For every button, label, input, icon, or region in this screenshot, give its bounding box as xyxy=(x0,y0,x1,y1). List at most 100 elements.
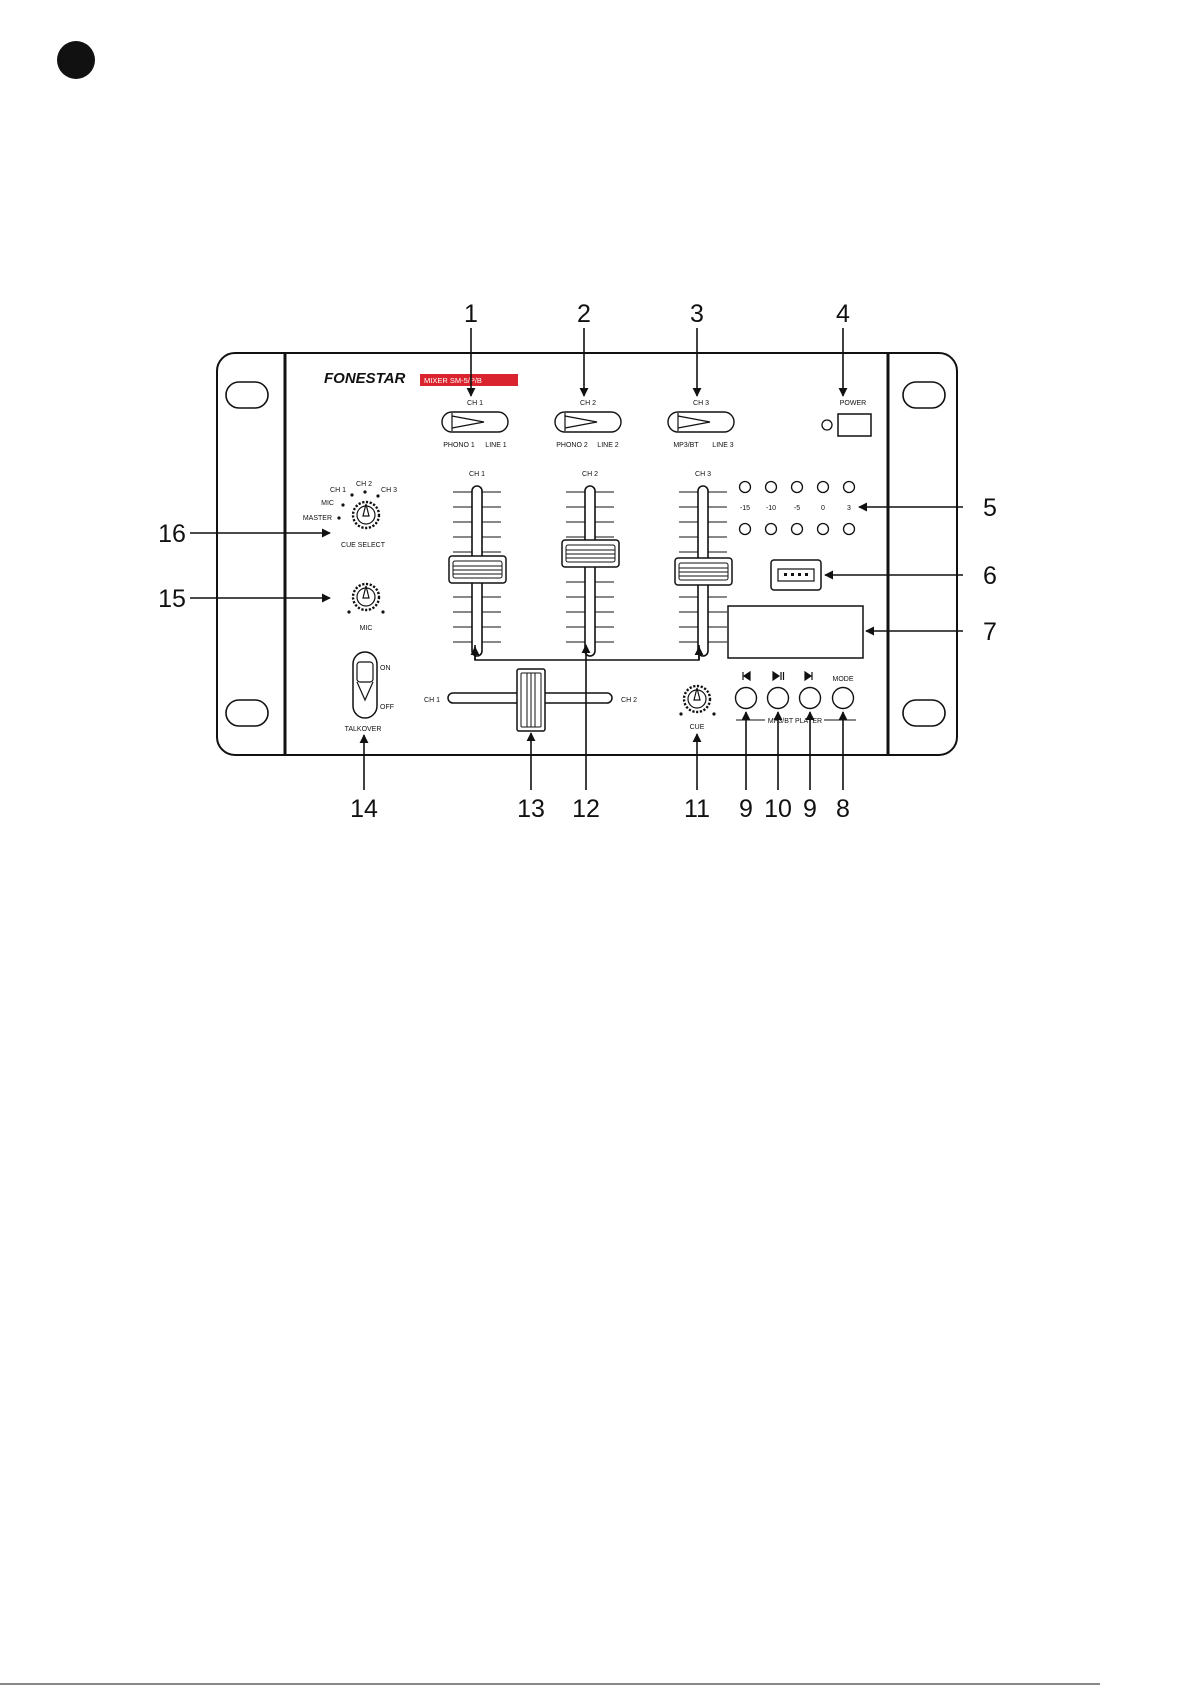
vu-led-bottom-3 xyxy=(792,524,803,535)
talkover-on-label: ON xyxy=(380,665,391,672)
rack-hole-top-right xyxy=(903,382,945,408)
talkover-off-label: OFF xyxy=(380,704,394,711)
vu-scale-label: -15 xyxy=(740,505,750,512)
usb-port[interactable] xyxy=(771,560,821,590)
input-selector-ch1[interactable]: CH 1 PHONO 1 LINE 1 xyxy=(442,400,508,449)
input-selector-ch2[interactable]: CH 2 PHONO 2 LINE 2 xyxy=(555,400,621,449)
next-button[interactable] xyxy=(800,688,821,709)
callout-13: 13 xyxy=(517,795,545,823)
model-tag: MIXER SM-5/P/B xyxy=(424,376,482,385)
vu-scale-label: 3 xyxy=(847,505,851,512)
vu-led-top-2 xyxy=(766,482,777,493)
vu-scale-label: 0 xyxy=(821,505,825,512)
callout-11: 11 xyxy=(684,795,710,823)
input-selector-ch2-right-label: LINE 2 xyxy=(597,442,619,449)
input-selector-ch3-right-label: LINE 3 xyxy=(712,442,734,449)
callout-8: 8 xyxy=(836,795,850,823)
callout-6: 6 xyxy=(983,562,997,590)
channel-fader-ch2[interactable]: CH 2 xyxy=(562,471,619,656)
cue-position-master: MASTER xyxy=(303,515,332,522)
input-selector-ch3-lever xyxy=(678,413,710,431)
usb-icon xyxy=(778,569,814,581)
vu-led-top-3 xyxy=(792,482,803,493)
channel-fader-ch1-label: CH 1 xyxy=(469,471,485,478)
power-section: POWER xyxy=(822,400,871,436)
input-selector-ch1-right-label: LINE 1 xyxy=(485,442,507,449)
fader-ch2-knob[interactable] xyxy=(562,540,619,567)
cue-label: CUE xyxy=(690,724,705,731)
rack-hole-bottom-left xyxy=(226,700,268,726)
mode-label: MODE xyxy=(833,676,854,683)
callout-16: 16 xyxy=(158,520,186,548)
rack-hole-bottom-right xyxy=(903,700,945,726)
cue-select-knob[interactable]: MASTER MIC CH 1 CH 2 CH 3 CUE SELECT xyxy=(303,481,397,549)
cue-position-mic: MIC xyxy=(321,500,334,507)
cue-position-ch1: CH 1 xyxy=(330,487,346,494)
callout-12: 12 xyxy=(572,795,600,823)
callout-7: 7 xyxy=(983,618,997,646)
cue-position-ch2: CH 2 xyxy=(356,481,372,488)
callout-9-right: 9 xyxy=(803,795,817,823)
previous-icon xyxy=(743,672,750,680)
input-selector-ch3[interactable]: CH 3 MP3/BT LINE 3 xyxy=(668,400,734,449)
vu-led-bottom-5 xyxy=(844,524,855,535)
power-label: POWER xyxy=(840,400,866,407)
callout-10: 10 xyxy=(764,795,792,823)
crossfader-knob[interactable] xyxy=(517,669,545,731)
play-pause-icon xyxy=(773,672,784,680)
channel-fader-ch2-label: CH 2 xyxy=(582,471,598,478)
crossfader[interactable]: CH 1 CH 2 xyxy=(424,669,637,731)
callout-2: 2 xyxy=(577,300,591,328)
callout-1: 1 xyxy=(464,300,478,328)
power-led xyxy=(822,420,832,430)
play-pause-button[interactable] xyxy=(768,688,789,709)
callout-9-left: 9 xyxy=(739,795,753,823)
cue-volume-knob[interactable]: CUE xyxy=(679,686,715,731)
mode-button[interactable] xyxy=(833,688,854,709)
talkover-switch[interactable]: ON OFF TALKOVER xyxy=(345,652,394,733)
vu-scale-label: -5 xyxy=(794,505,800,512)
vu-meter: -15 -10 -5 0 3 xyxy=(740,482,855,535)
player-display xyxy=(728,606,863,658)
section-bullet xyxy=(57,41,95,79)
vu-led-bottom-4 xyxy=(818,524,829,535)
mp3-bt-player-controls: MODE MP3/BT PLAYER xyxy=(736,672,857,725)
callout-4: 4 xyxy=(836,300,850,328)
vu-led-top-5 xyxy=(844,482,855,493)
fader-ch1-knob[interactable] xyxy=(449,556,506,583)
vu-led-top-4 xyxy=(818,482,829,493)
callout-3: 3 xyxy=(690,300,704,328)
next-icon xyxy=(805,672,812,680)
previous-button[interactable] xyxy=(736,688,757,709)
vu-led-bottom-1 xyxy=(740,524,751,535)
talkover-label: TALKOVER xyxy=(345,726,382,733)
input-selector-ch1-left-label: PHONO 1 xyxy=(443,442,475,449)
callout-15: 15 xyxy=(158,585,186,613)
mic-label: MIC xyxy=(360,625,373,632)
power-switch[interactable] xyxy=(838,414,871,436)
channel-fader-ch3[interactable]: CH 3 xyxy=(675,471,732,656)
channel-fader-ch1[interactable]: CH 1 xyxy=(449,471,506,656)
vu-led-top-1 xyxy=(740,482,751,493)
cue-select-label: CUE SELECT xyxy=(341,542,386,549)
input-selector-ch1-lever xyxy=(452,413,484,431)
input-selector-ch2-title: CH 2 xyxy=(580,400,596,407)
input-selector-ch3-left-label: MP3/BT xyxy=(673,442,699,449)
rack-hole-top-left xyxy=(226,382,268,408)
fader-ch3-knob[interactable] xyxy=(675,558,732,585)
input-selector-ch2-left-label: PHONO 2 xyxy=(556,442,588,449)
brand-logo: FONESTAR xyxy=(324,370,406,387)
input-selector-ch3-title: CH 3 xyxy=(693,400,709,407)
player-label: MP3/BT PLAYER xyxy=(768,718,822,725)
vu-scale-label: -10 xyxy=(766,505,776,512)
mic-volume-knob[interactable]: MIC xyxy=(347,584,384,632)
callout-14: 14 xyxy=(350,795,378,823)
vu-led-bottom-2 xyxy=(766,524,777,535)
crossfader-left-label: CH 1 xyxy=(424,697,440,704)
channel-fader-ch3-label: CH 3 xyxy=(695,471,711,478)
callout-5: 5 xyxy=(983,494,997,522)
cue-position-ch3: CH 3 xyxy=(381,487,397,494)
input-selector-ch2-lever xyxy=(565,413,597,431)
